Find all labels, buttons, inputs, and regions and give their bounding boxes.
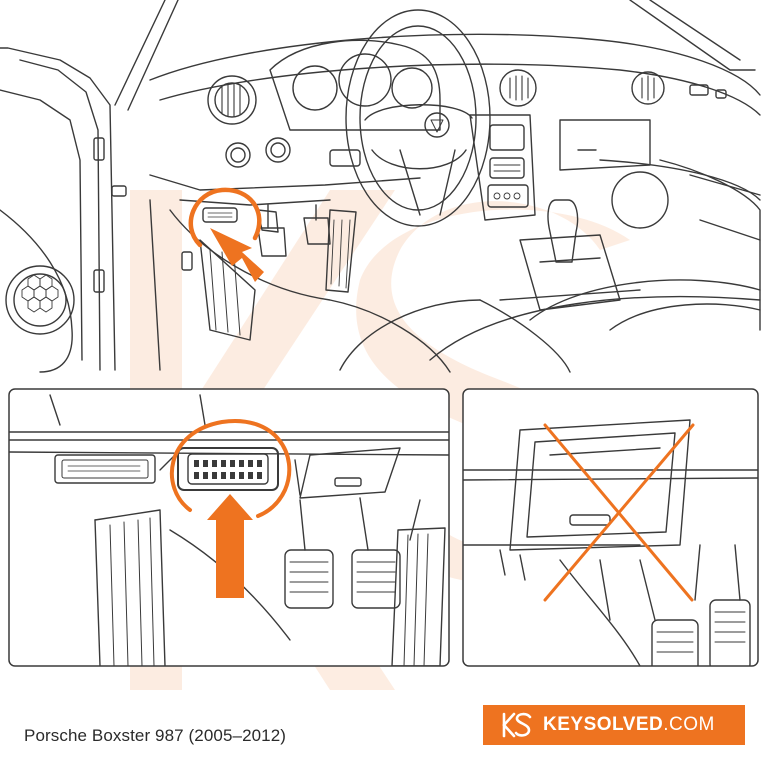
main-arrow-icon	[210, 228, 264, 282]
brand-name: KEYSOLVED	[543, 714, 664, 735]
ks-logo-icon	[502, 712, 532, 738]
obd-port-closeup-illustration	[9, 394, 449, 666]
detail-arrow-icon	[207, 494, 253, 598]
incorrect-location-crossed-illustration	[463, 419, 758, 666]
detail-right-panel	[462, 388, 759, 667]
brand-domain-suffix: .COM	[663, 714, 715, 735]
vehicle-model-caption: Porsche Boxster 987 (2005–2012)	[24, 726, 287, 745]
main-obd-highlight	[188, 187, 264, 282]
brand-wordmark: KEYSOLVED.COM	[543, 714, 715, 736]
keysolved-brand-badge: KEYSOLVED.COM	[483, 705, 745, 745]
wrong-location-cross-icon	[543, 423, 695, 602]
detail-obd-highlight	[169, 418, 292, 598]
